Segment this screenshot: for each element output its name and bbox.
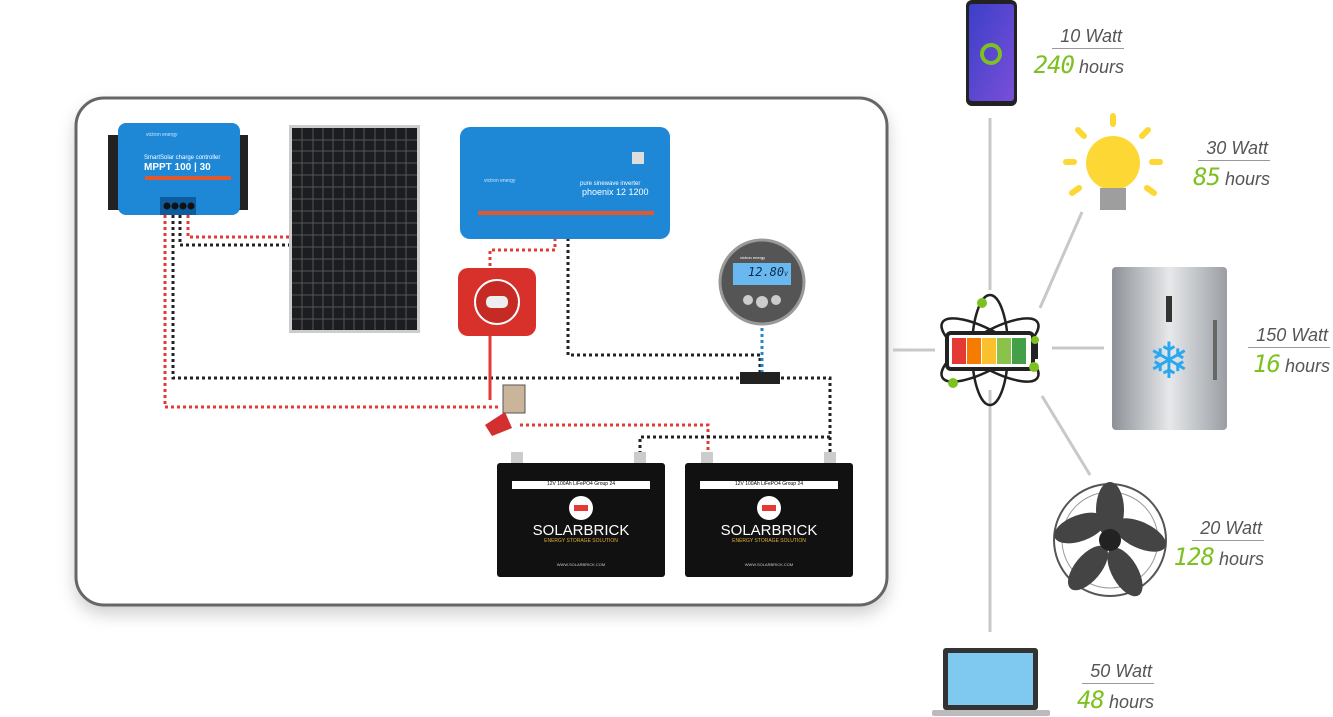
battery-2 <box>685 452 853 577</box>
inverter <box>460 127 670 239</box>
load-label-phone: 10 Watt 240 hours <box>1033 26 1124 79</box>
laptop-icon <box>932 648 1050 716</box>
battery-monitor <box>718 238 806 326</box>
light-bulb-icon <box>1063 113 1163 210</box>
battery-1-brand: SOLARBRICK <box>532 522 630 539</box>
hours-value: 128 <box>1173 543 1215 571</box>
watt-value: 20 Watt <box>1192 518 1264 541</box>
battery-2-tagline: ENERGY STORAGE SOLUTION <box>732 538 806 544</box>
cc-subtitle: SmartSolar charge controller <box>144 155 221 161</box>
battery-1-spec: 12V 100Ah LiFePO4 Group 24 <box>546 481 616 487</box>
inverter-model: phoenix 12 1200 <box>582 187 649 197</box>
battery-switch <box>458 268 536 336</box>
cc-model: MPPT 100 | 30 <box>144 162 211 173</box>
load-label-laptop: 50 Watt 48 hours <box>1077 661 1154 714</box>
inverter-brand: victron energy <box>484 178 516 184</box>
battery-1-tagline: ENERGY STORAGE SOLUTION <box>544 538 618 544</box>
monitor-brand: victron energy <box>740 255 766 260</box>
svg-text:❄: ❄ <box>1148 333 1190 389</box>
charge-controller <box>108 123 248 215</box>
load-label-fridge: 150 Watt 16 hours <box>1226 325 1330 378</box>
busbar <box>485 372 780 436</box>
watt-value: 10 Watt <box>1052 26 1124 49</box>
phone-icon <box>966 0 1017 106</box>
battery-1-url: WWW.SOLARBRICK.COM <box>556 562 606 567</box>
load-label-fan: 20 Watt 128 hours <box>1173 518 1264 571</box>
hours-value: 85 <box>1193 163 1221 191</box>
hours-value: 16 <box>1253 350 1281 378</box>
hours-value: 48 <box>1077 686 1105 714</box>
inverter-subtitle: pure sinewave inverter <box>580 181 641 187</box>
watt-value: 50 Watt <box>1082 661 1154 684</box>
fan-icon <box>1053 482 1167 597</box>
hours-value: 240 <box>1033 51 1075 79</box>
battery-2-url: WWW.SOLARBRICK.COM <box>744 562 794 567</box>
battery-atom-icon <box>940 293 1040 407</box>
system-panel <box>74 96 889 607</box>
monitor-reading: 12.80V <box>748 265 788 279</box>
load-label-light-bulb: 30 Watt 85 hours <box>1193 138 1270 191</box>
battery-2-spec: 12V 100Ah LiFePO4 Group 24 <box>734 481 804 487</box>
solar-panel <box>289 125 420 333</box>
fridge-icon: ❄ <box>1112 267 1227 430</box>
cc-brand: victron energy <box>146 132 178 138</box>
battery-1 <box>497 452 665 577</box>
battery-2-brand: SOLARBRICK <box>720 522 818 539</box>
watt-value: 150 Watt <box>1248 325 1330 348</box>
load-connector-lines <box>893 118 1104 632</box>
watt-value: 30 Watt <box>1198 138 1270 161</box>
